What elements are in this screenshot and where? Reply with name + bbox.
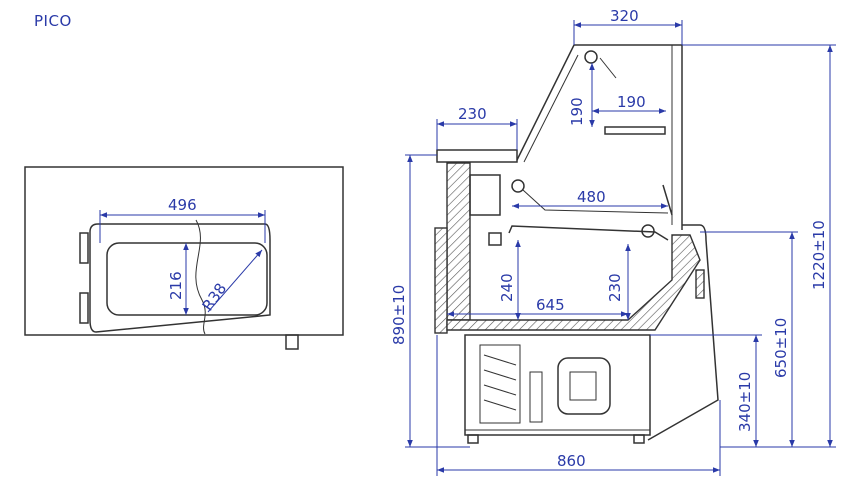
top-view-outline (24, 166, 344, 336)
lower-cabinet (464, 334, 651, 436)
dim-r38-label: R38 (199, 280, 231, 315)
dim-340-label: 340±10 (736, 372, 754, 432)
condenser-coil (479, 344, 521, 424)
dim-1220-label: 1220±10 (810, 220, 828, 290)
glass-inner (523, 54, 579, 163)
compressor-icon (529, 357, 611, 423)
dim-230v-label: 230 (606, 273, 624, 302)
rear-panel (647, 224, 719, 441)
basin-inner (106, 242, 268, 316)
tray-support (522, 189, 669, 214)
upper-shelf (604, 126, 666, 135)
dim-216-label: 216 (167, 271, 185, 300)
sneeze-guard (662, 184, 673, 216)
glass-canopy (516, 44, 683, 230)
evaporator-box (469, 174, 501, 216)
valve-icon (641, 224, 655, 238)
hinge-top (79, 232, 89, 264)
dim-230-top-label: 230 (458, 105, 487, 123)
basin-insulation (446, 234, 701, 331)
foot-front (467, 434, 479, 444)
rear-handle (695, 269, 705, 299)
front-insulation (446, 162, 471, 321)
counter-top (436, 149, 518, 163)
dim-190h-label: 190 (617, 93, 646, 111)
dim-860-label: 860 (557, 452, 586, 470)
break-line (195, 219, 206, 335)
dim-650-label: 650±10 (772, 318, 790, 378)
knob-icon (511, 179, 525, 193)
top-view: 496 216 R38 (24, 166, 344, 350)
lamp-ray (599, 57, 617, 79)
dim-645-label: 645 (536, 296, 565, 314)
front-door (434, 227, 448, 334)
dim-890-label: 890±10 (390, 285, 408, 345)
hinge-bottom (79, 292, 89, 324)
drain-pipe (285, 334, 299, 350)
dim-190v-label: 190 (568, 97, 586, 126)
dim-496-label: 496 (168, 196, 197, 214)
model-title: PICO (34, 12, 72, 30)
dim-480-label: 480 (577, 188, 606, 206)
dim-240-label: 240 (498, 273, 516, 302)
dim-r38-line (207, 249, 263, 313)
foot-rear (633, 434, 645, 444)
dim-320-label: 320 (610, 7, 639, 25)
side-view: 320 230 190 190 480 240 645 230 (390, 7, 836, 476)
basin-outer (89, 223, 271, 333)
lamp-icon (584, 50, 598, 64)
display-tray (508, 225, 669, 241)
fan-box (488, 232, 502, 246)
